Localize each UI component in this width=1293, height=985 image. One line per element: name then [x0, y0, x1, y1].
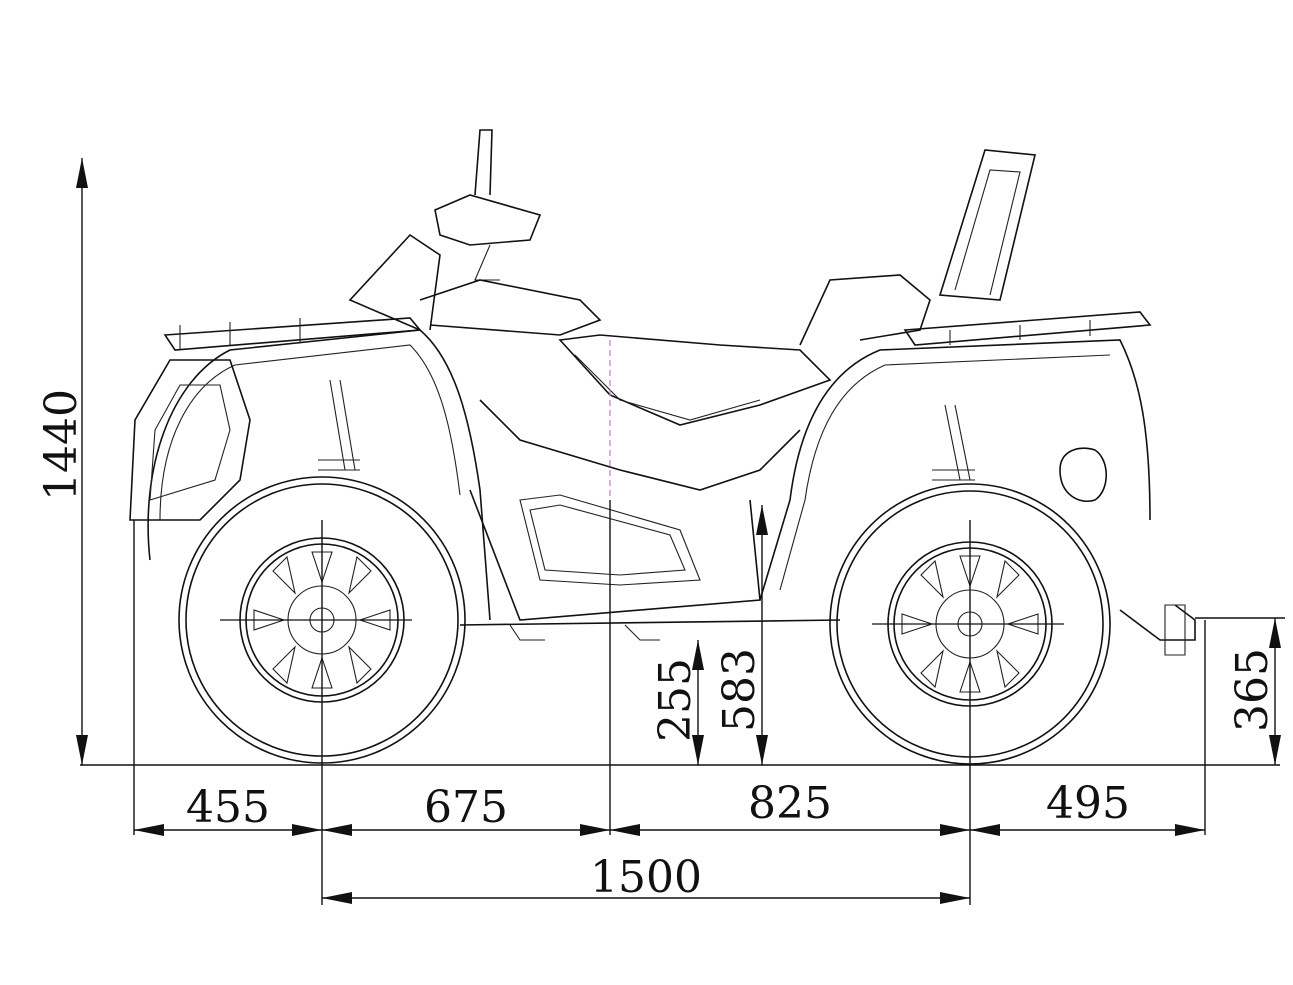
front-overhang-label: 455: [186, 782, 270, 833]
overall-height-label: 1440: [36, 389, 87, 501]
mid-height-label: 583: [714, 648, 765, 732]
rear-overhang-label: 495: [1046, 778, 1130, 829]
atv-body: [129, 129, 1196, 656]
dimension-lines: [76, 158, 1285, 905]
hitch-height-label: 365: [1227, 648, 1278, 732]
ground-clearance-label: 255: [650, 658, 701, 742]
front-to-mid-label: 675: [424, 782, 508, 833]
wheelbase-label: 1500: [590, 852, 702, 903]
mid-to-rear-label: 825: [748, 778, 832, 829]
dimension-labels: 1440 455 675 825 495 1500 255 583 365: [36, 389, 1278, 903]
